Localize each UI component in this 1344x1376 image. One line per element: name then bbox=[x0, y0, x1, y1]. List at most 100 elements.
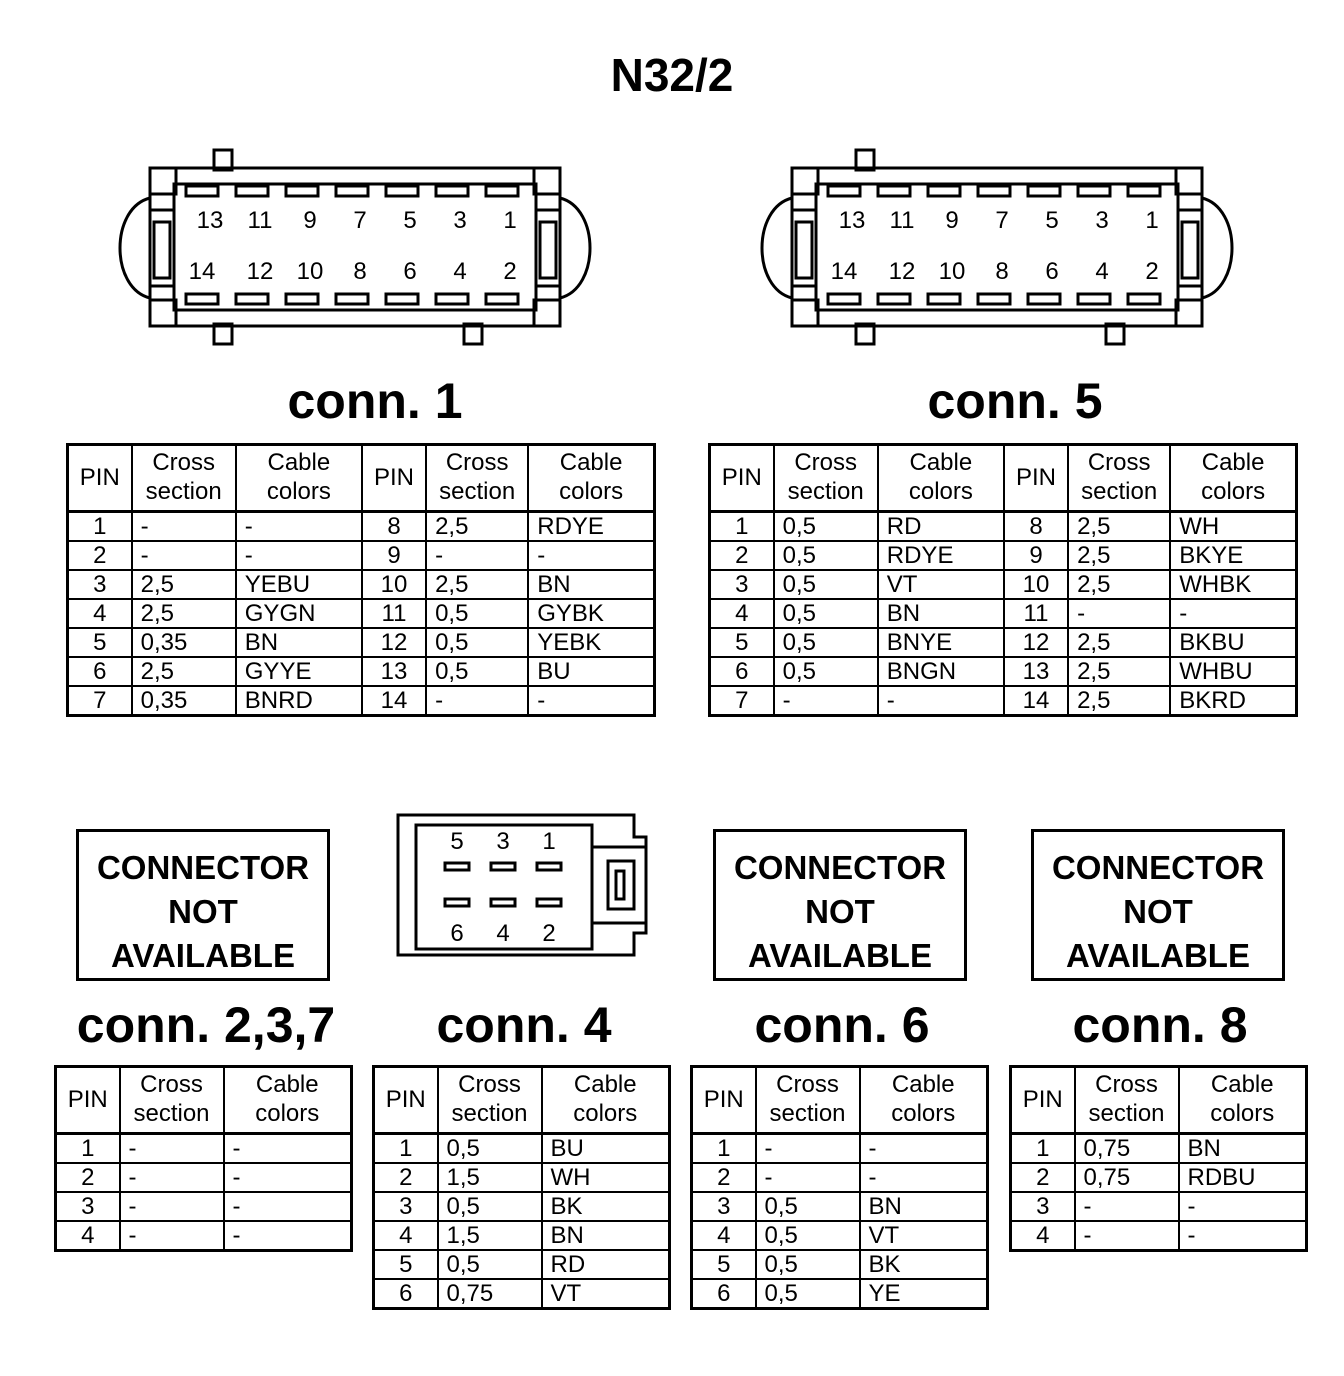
na-line: CONNECTOR bbox=[733, 849, 947, 886]
table-cell: 4 bbox=[66, 598, 133, 629]
table-cell: - bbox=[754, 1162, 861, 1193]
table-cell: 0,5 bbox=[772, 627, 879, 658]
table-cell: BN bbox=[876, 598, 1005, 629]
table-cell: - bbox=[754, 1132, 861, 1164]
conn-237-table: PIN Cross section Cable colors 1--2--3--… bbox=[54, 1065, 353, 1252]
pin-number: 1 bbox=[542, 828, 555, 855]
table-cell: 10 bbox=[360, 569, 428, 600]
table-cell: 6 bbox=[708, 656, 775, 687]
table-cell: GYBK bbox=[527, 598, 656, 629]
table-cell: 8 bbox=[360, 510, 428, 542]
table-cell: 7 bbox=[66, 685, 133, 717]
table-cell: BNRD bbox=[234, 685, 363, 717]
pin-number: 6 bbox=[403, 258, 416, 285]
table-cell: BN bbox=[527, 569, 656, 600]
table-cell: 0,5 bbox=[772, 656, 879, 687]
table-cell: 3 bbox=[690, 1191, 757, 1222]
table-cell: 2,5 bbox=[425, 510, 530, 542]
table-cell: 9 bbox=[360, 540, 428, 571]
table-cell: - bbox=[234, 510, 363, 542]
table-cell: 6 bbox=[66, 656, 133, 687]
table-cell: 4 bbox=[372, 1220, 439, 1251]
header-pin: PIN bbox=[690, 1065, 757, 1135]
pin-slot bbox=[1026, 292, 1062, 306]
pin-number: 3 bbox=[1095, 207, 1108, 234]
pin-slot bbox=[234, 292, 270, 306]
table-cell: 2,5 bbox=[1067, 540, 1172, 571]
conn-8-label: conn. 8 bbox=[1072, 997, 1248, 1053]
pin-slot bbox=[384, 292, 420, 306]
corner-block bbox=[1174, 166, 1204, 196]
header-pin: PIN bbox=[372, 1065, 439, 1135]
pin-slot bbox=[535, 861, 563, 872]
table-cell: WHBK bbox=[1169, 569, 1298, 600]
header-cross-section: Cross section bbox=[772, 443, 879, 513]
corner-block bbox=[1174, 298, 1204, 328]
pin-number: 7 bbox=[353, 207, 366, 234]
table-cell: WH bbox=[540, 1162, 671, 1193]
connector-body bbox=[790, 166, 1204, 328]
pin-number: 2 bbox=[503, 258, 516, 285]
corner-block bbox=[532, 166, 562, 196]
na-line: CONNECTOR bbox=[1051, 849, 1265, 886]
pin-slot bbox=[443, 861, 471, 872]
header-cross-section: Cross section bbox=[425, 443, 530, 513]
table-cell: BN bbox=[234, 627, 363, 658]
table-cell: 10 bbox=[1002, 569, 1070, 600]
pin-number: 14 bbox=[831, 258, 858, 285]
table-cell: RD bbox=[540, 1249, 671, 1280]
corner-block bbox=[148, 166, 178, 196]
table-cell: 2,5 bbox=[130, 598, 237, 629]
page-title: N32/2 bbox=[610, 49, 734, 101]
conn-8-not-available: CONNECTOR NOT AVAILABLE bbox=[1031, 829, 1285, 981]
table-cell: 0,35 bbox=[130, 627, 237, 658]
pin-number: 8 bbox=[353, 258, 366, 285]
table-cell: - bbox=[118, 1191, 225, 1222]
table-cell: 2 bbox=[54, 1162, 121, 1193]
pin-slot bbox=[284, 292, 320, 306]
table-cell: WHBU bbox=[1169, 656, 1298, 687]
pin-number: 13 bbox=[839, 207, 866, 234]
pin-number: 12 bbox=[247, 258, 274, 285]
table-cell: 9 bbox=[1002, 540, 1070, 571]
table-cell: - bbox=[130, 540, 237, 571]
table-cell: 6 bbox=[690, 1278, 757, 1310]
header-pin: PIN bbox=[708, 443, 775, 513]
table-cell: 14 bbox=[360, 685, 428, 717]
pin-slot bbox=[826, 184, 862, 198]
header-cable-colors: Cable colors bbox=[1169, 443, 1298, 513]
table-cell: BKBU bbox=[1169, 627, 1298, 658]
table-cell: 3 bbox=[708, 569, 775, 600]
pin-slot bbox=[876, 292, 912, 306]
latch-right bbox=[1201, 196, 1234, 300]
table-cell: 2 bbox=[1009, 1162, 1076, 1193]
na-line: AVAILABLE bbox=[111, 937, 295, 974]
latch-tab bbox=[614, 869, 626, 901]
pin-slot bbox=[1026, 184, 1062, 198]
table-cell: BK bbox=[540, 1191, 671, 1222]
pin-number: 7 bbox=[995, 207, 1008, 234]
table-cell: - bbox=[1073, 1191, 1180, 1222]
table-cell: 0,5 bbox=[425, 627, 530, 658]
table-cell: 14 bbox=[1002, 685, 1070, 717]
header-cross-section: Cross section bbox=[1073, 1065, 1180, 1135]
pin-slot bbox=[489, 897, 517, 908]
pin-number: 2 bbox=[1145, 258, 1158, 285]
table-cell: 0,5 bbox=[754, 1249, 861, 1280]
table-cell: 2,5 bbox=[1067, 510, 1172, 542]
table-cell: 1 bbox=[372, 1132, 439, 1164]
table-row: 1-- bbox=[690, 1132, 989, 1164]
pin-slot bbox=[334, 184, 370, 198]
